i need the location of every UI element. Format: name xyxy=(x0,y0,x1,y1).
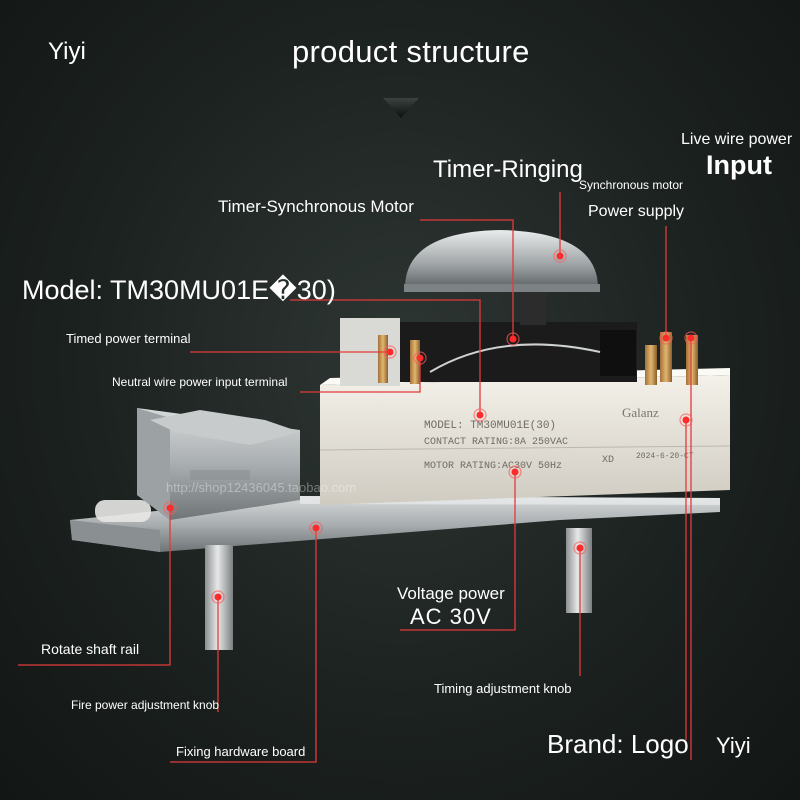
label-ac-voltage: AC 30V xyxy=(410,604,492,629)
label-voltage-power: Voltage power xyxy=(397,584,505,603)
label-model: Model: TM30MU01E�30) xyxy=(22,275,336,305)
print-brand: Galanz xyxy=(622,405,659,420)
synchronous-motor-shape xyxy=(340,318,637,386)
print-code: XD xyxy=(602,455,614,466)
timing-knob-shaft xyxy=(566,528,592,613)
label-neutral-wire-input: Neutral wire power input terminal xyxy=(112,375,288,389)
label-power-supply: Power supply xyxy=(588,203,685,220)
label-brand-logo: Brand: Logo xyxy=(547,729,689,759)
brand-top-left: Yiyi xyxy=(48,38,86,65)
page-title: product structure xyxy=(292,34,530,69)
leader-lines xyxy=(18,192,692,763)
print-model: MODEL: TM30MU01E(30) xyxy=(424,420,556,432)
timer-bell-shape xyxy=(404,230,600,325)
print-motor: MOTOR RATING:AC30V 50Hz xyxy=(424,461,562,472)
label-input: Input xyxy=(706,150,772,180)
label-timer-synchronous-motor: Timer-Synchronous Motor xyxy=(218,197,414,216)
print-contact: CONTACT RATING:8A 250VAC xyxy=(424,437,568,448)
brand-bottom-right: Yiyi xyxy=(716,733,751,758)
rotate-shaft-rail-shape xyxy=(137,408,300,520)
label-live-wire-power: Live wire power xyxy=(681,131,793,148)
watermark-url: http://shop12436045.taobao.com xyxy=(166,480,356,495)
label-fixing-hardware-board: Fixing hardware board xyxy=(176,744,306,759)
marker-dots xyxy=(163,249,698,604)
label-rotate-shaft-rail: Rotate shaft rail xyxy=(41,641,140,657)
label-timed-power-terminal: Timed power terminal xyxy=(66,331,191,346)
chevron-down-icon xyxy=(383,98,419,118)
label-synchronous-motor: Synchronous motor xyxy=(579,178,684,192)
label-fire-power-adjustment-knob: Fire power adjustment knob xyxy=(71,698,220,712)
print-date: 2024-6-20-CT xyxy=(636,452,694,461)
label-timing-adjustment-knob: Timing adjustment knob xyxy=(434,681,572,696)
label-timer-ringing: Timer-Ringing xyxy=(433,156,583,183)
